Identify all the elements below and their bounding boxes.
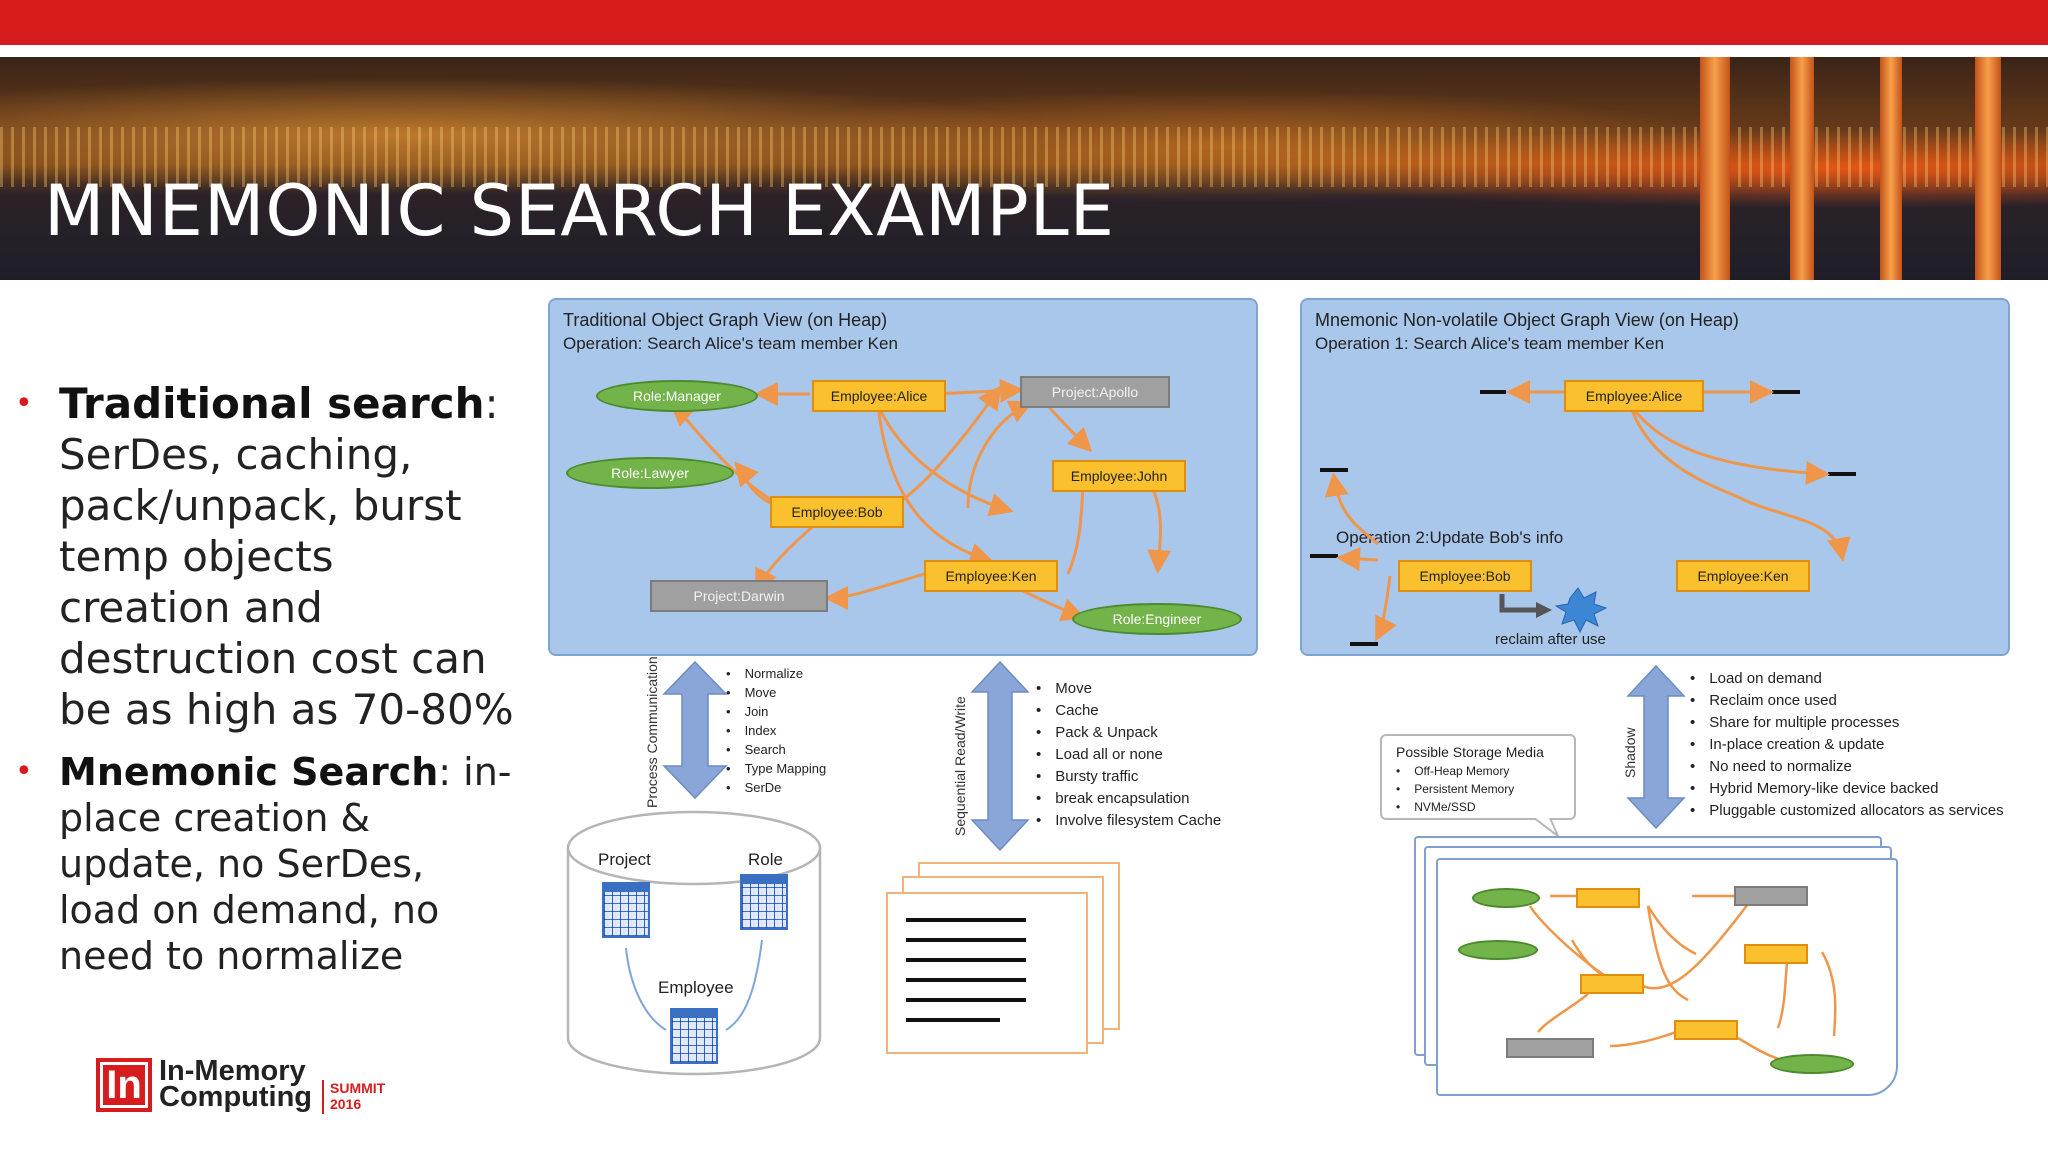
mini-node [1472,888,1540,908]
db-table-project-label: Project [598,850,651,869]
logo-summit-label: SUMMIT [330,1080,386,1096]
sequential-item: Load all or none [1036,744,1221,766]
shadow-label: Shadow [1622,727,1638,778]
sequential-item: Pack & Unpack [1036,722,1221,744]
bullet-mnemonic: • Mnemonic Search: in-place creation & u… [15,749,515,979]
node-role-engineer: Role:Engineer [1072,603,1242,635]
bullet-bold: Mnemonic Search [59,750,439,794]
shadow-item: Pluggable customized allocators as servi… [1690,800,2003,822]
node-employee-alice: Employee:Alice [812,380,946,412]
logo-divider [322,1080,324,1114]
mini-node [1744,944,1808,964]
shadow-item: Load on demand [1690,668,2004,690]
sequential-double-arrow [970,660,1030,852]
table-icon [670,1008,718,1064]
table-icon [602,882,650,938]
sequential-item: Involve filesystem Cache [1036,810,1221,832]
process-comm-item: Index [726,721,826,740]
sequential-item: break encapsulation [1036,788,1221,810]
shadow-item: No need to normalize [1690,756,2004,778]
document-icon [886,892,1088,1054]
traditional-operation: Operation: Search Alice's team member Ke… [563,334,898,353]
header-banner-image [0,57,2048,280]
storage-item: NVMe/SSD [1396,798,1574,816]
storage-item: Off-Heap Memory [1396,762,1574,780]
node-employee-ken: Employee:Ken [924,560,1058,592]
mini-node [1734,886,1808,906]
process-comm-item: Search [726,740,826,759]
slide-title: MNEMONIC SEARCH EXAMPLE [44,170,1115,252]
process-comm-double-arrow [662,660,728,800]
db-table-employee-label: Employee [658,978,734,997]
sequential-item: Move [1036,678,1221,700]
shadow-item: Share for multiple processes [1690,712,2004,734]
mini-node [1770,1054,1854,1074]
db-table-role-label: Role [748,850,783,869]
storage-list: Off-Heap Memory Persistent Memory NVMe/S… [1396,762,1574,816]
mnemonic-operation-2: Operation 2:Update Bob's info [1336,528,1564,547]
mini-node [1458,940,1538,960]
top-divider [0,45,2048,57]
node-employee-john: Employee:John [1052,460,1186,492]
bullet-text: : SerDes, caching, pack/unpack, burst te… [59,379,514,734]
mnemonic-node-employee-alice: Employee:Alice [1564,380,1704,412]
logo-mark-text: In [100,1062,148,1108]
shadow-double-arrow [1626,664,1686,830]
bullet-list: • Traditional search: SerDes, caching, p… [15,378,515,979]
mini-node [1580,974,1644,994]
process-comm-item: SerDe [726,778,826,797]
sequential-item: Cache [1036,700,1221,722]
mnemonic-graph-edges [1310,380,1856,646]
logo-summit: SUMMIT 2016 [330,1080,385,1112]
bullet-bold: Traditional search [59,379,485,428]
mnemonic-node-employee-bob: Employee:Bob [1398,560,1532,592]
logo-mark: In [96,1058,152,1112]
storage-media-callout: Possible Storage Media Off-Heap Memory P… [1380,734,1576,820]
bullet-text: : in-place creation & update, no SerDes,… [59,750,512,978]
logo-text: In-Memory Computing [159,1055,313,1113]
process-comm-list: Normalize Move Join Index Search Type Ma… [726,664,827,797]
persistent-page-front [1436,858,1898,1096]
node-project-apollo: Project:Apollo [1020,376,1170,408]
callout-pointer [1534,818,1560,838]
shadow-list: Load on demand Reclaim once used Share f… [1690,668,2004,822]
top-red-bar [0,0,2048,45]
mnemonic-node-employee-ken: Employee:Ken [1676,560,1810,592]
process-comm-item: Normalize [726,664,826,683]
mnemonic-panel-title: Mnemonic Non-volatile Object Graph View … [1315,310,1739,330]
storage-title: Possible Storage Media [1396,744,1544,760]
shadow-item: Hybrid Memory-like device backed [1690,778,2004,800]
sequential-item: Bursty traffic [1036,766,1221,788]
shadow-item: In-place creation & update [1690,734,2004,756]
sequential-label: Sequential Read/Write [952,696,968,836]
traditional-panel-title: Traditional Object Graph View (on Heap) [563,310,888,330]
process-comm-item: Move [726,683,826,702]
logo-line2: Computing [159,1081,313,1113]
mini-node [1674,1020,1738,1040]
bullet-dot: • [15,386,33,421]
mini-node [1506,1038,1594,1058]
process-comm-item: Type Mapping [726,759,827,778]
reclaim-label: reclaim after use [1495,631,1606,648]
storage-item: Persistent Memory [1396,780,1574,798]
node-role-lawyer: Role:Lawyer [566,457,734,489]
table-icon [740,874,788,930]
bullet-dot: • [15,754,33,789]
mnemonic-graph-panel [1300,298,2010,656]
mini-node [1576,888,1640,908]
mnemonic-operation-1: Operation 1: Search Alice's team member … [1315,334,1665,353]
sequential-list: Move Cache Pack & Unpack Load all or non… [1036,678,1221,832]
shadow-item: Reclaim once used [1690,690,2004,712]
process-comm-label: Process Communication [644,656,660,808]
node-role-manager: Role:Manager [596,380,758,412]
process-comm-item: Join [726,702,826,721]
node-employee-bob: Employee:Bob [770,496,904,528]
logo-year: 2016 [330,1096,362,1112]
bullet-traditional: • Traditional search: SerDes, caching, p… [15,378,515,735]
node-project-darwin: Project:Darwin [650,580,828,612]
logo-line1: In-Memory [159,1055,306,1087]
